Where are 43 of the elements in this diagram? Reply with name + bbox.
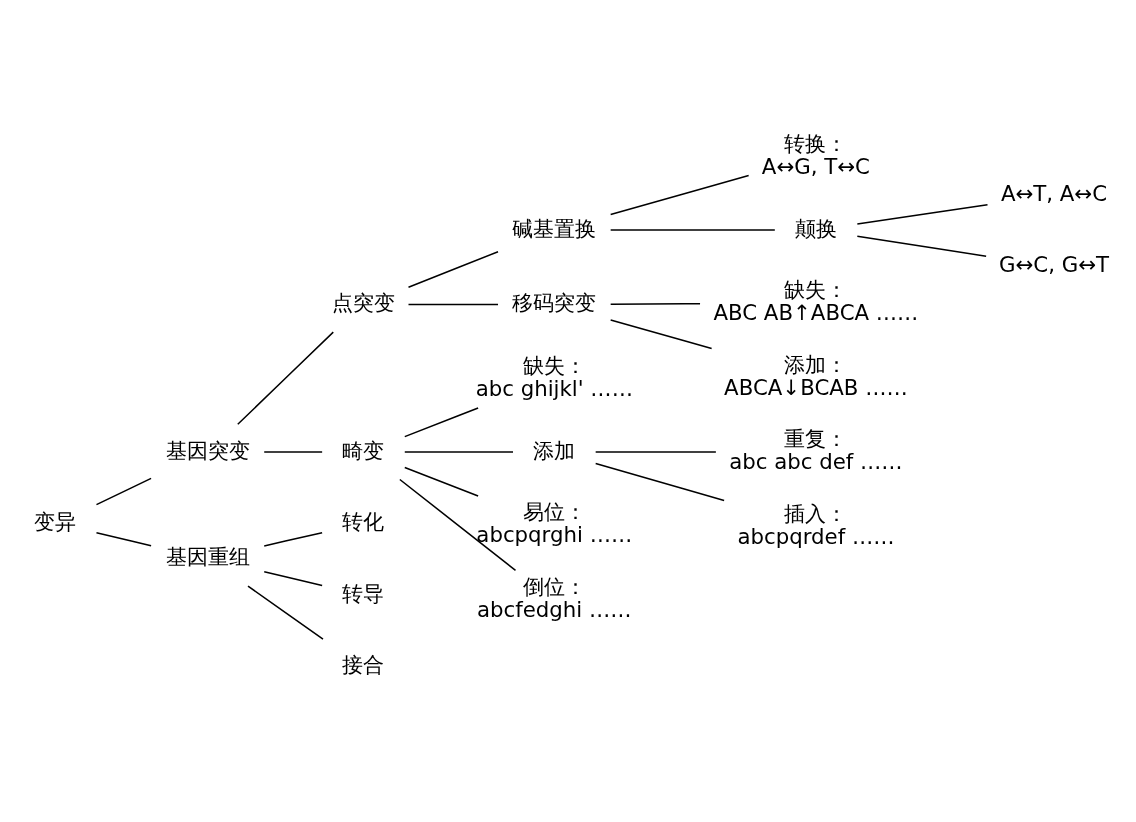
connector xyxy=(404,407,479,438)
node-text: A↔T, A↔C xyxy=(1000,180,1108,206)
node-text: 转换： A↔G, T↔C xyxy=(761,131,870,180)
node-text: 接合 xyxy=(342,652,385,678)
connector xyxy=(399,478,517,572)
node-text: 转化 xyxy=(342,509,385,535)
node-text: 碱基置换 xyxy=(512,215,597,241)
node-text: G↔C, G↔T xyxy=(998,252,1109,278)
connector xyxy=(609,302,701,305)
connector xyxy=(609,229,776,231)
node-text: 缺失： abc ghijkl' …… xyxy=(475,353,633,402)
connector xyxy=(247,585,324,640)
connector xyxy=(263,570,323,587)
node-text: 添加 xyxy=(533,437,576,463)
node-text: 缺失： ABC AB↑ABCA …… xyxy=(713,277,919,326)
node-text: 易位： abcpqrghi …… xyxy=(476,499,633,548)
node-text: 变异 xyxy=(34,509,77,535)
connector xyxy=(407,303,499,306)
connector xyxy=(609,174,750,216)
node-text: 点突变 xyxy=(331,290,395,316)
connector xyxy=(95,477,152,506)
connector xyxy=(404,451,514,453)
node-text: 畸变 xyxy=(342,437,385,463)
connector xyxy=(407,250,499,288)
node-text: 基因突变 xyxy=(165,437,250,463)
connector xyxy=(404,466,479,497)
node-text: 倒位： abcfedghi …… xyxy=(477,573,632,622)
node-text: 移码突变 xyxy=(512,290,597,316)
node-text: 插入： abcpqrdef …… xyxy=(737,500,895,549)
node-text: 颠换 xyxy=(794,215,837,241)
connector xyxy=(594,462,725,502)
node-text: 添加： ABCA↓BCAB …… xyxy=(724,351,908,400)
node-text: 转导 xyxy=(342,580,385,606)
node-text: 重复： abc abc def …… xyxy=(729,426,903,475)
connector xyxy=(237,331,335,426)
connector xyxy=(263,451,323,453)
connector xyxy=(594,451,717,453)
connector xyxy=(263,531,323,547)
connector xyxy=(856,203,989,225)
connector xyxy=(609,319,713,350)
node-text: 基因重组 xyxy=(165,544,250,570)
connector xyxy=(856,235,987,257)
connector xyxy=(95,532,152,547)
